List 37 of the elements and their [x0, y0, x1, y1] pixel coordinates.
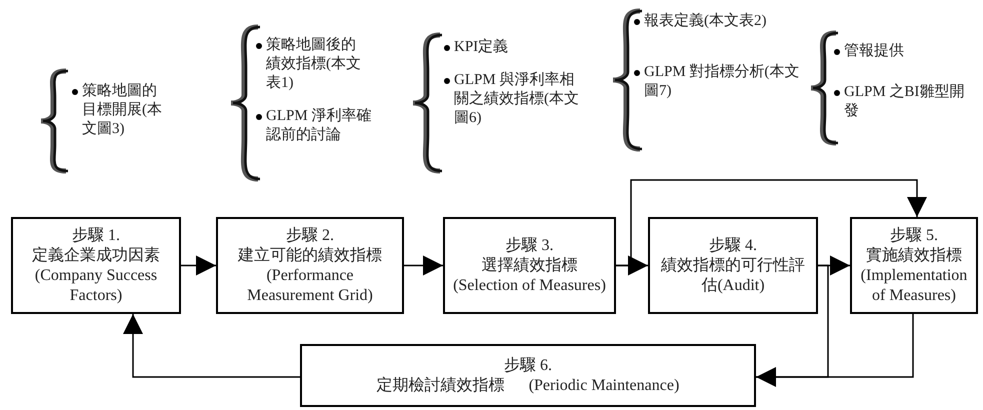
process-box — [11, 217, 181, 314]
step-number: 步驟 6. — [504, 356, 552, 376]
step-number: 步驟 4. — [709, 236, 757, 256]
note-text: KPI定義 — [454, 38, 510, 57]
step-title: (Performance Measurement Grid) — [246, 266, 374, 306]
step-title: (Selection of Measures) — [453, 276, 606, 296]
step-number: 步驟 2. — [286, 226, 334, 246]
note-text: 管報提供 — [844, 42, 905, 61]
step-title: 定期檢討績效指標 — [376, 376, 505, 396]
step-number: 步驟 1. — [72, 226, 120, 246]
process-box — [300, 344, 756, 407]
arrow — [756, 264, 829, 387]
step-title: (Periodic Maintenance) — [528, 376, 680, 396]
step-title: (Implementation of Measures) — [860, 266, 968, 306]
note-text: GLPM 之BI雛型開發 — [844, 83, 966, 121]
note-text: GLPM 淨利率確認前的討論 — [266, 107, 372, 145]
arrow — [404, 256, 443, 276]
arrow — [616, 179, 927, 266]
process-box — [850, 217, 978, 314]
process-box — [216, 217, 404, 314]
step-title: 定義企業成功因素 — [32, 246, 160, 266]
process-box — [648, 217, 818, 314]
step-title: 選擇績效指標 — [482, 256, 578, 276]
process-box — [443, 217, 616, 314]
step-title: 建立可能的績效指標 — [238, 246, 382, 266]
note-text: 報表定義(本文表2) — [644, 12, 768, 31]
step-number: 步驟 5. — [890, 226, 938, 246]
step-title: 績效指標的可行性評估(Audit) — [660, 256, 806, 296]
arrow — [123, 314, 300, 378]
step-title: 實施績效指標 — [866, 246, 962, 266]
arrow — [181, 256, 216, 276]
note-text: 策略地圖的目標開展(本文圖3) — [82, 82, 163, 139]
step-title: (Company Success Factors) — [34, 266, 158, 306]
note-text: GLPM 對指標分析(本文圖7) — [644, 63, 800, 101]
note-text: 策略地圖後的績效指標(本文表1) — [266, 36, 362, 93]
note-text: GLPM 與淨利率相關之績效指標(本文圖6) — [454, 71, 580, 128]
step-number: 步驟 3. — [506, 236, 554, 256]
